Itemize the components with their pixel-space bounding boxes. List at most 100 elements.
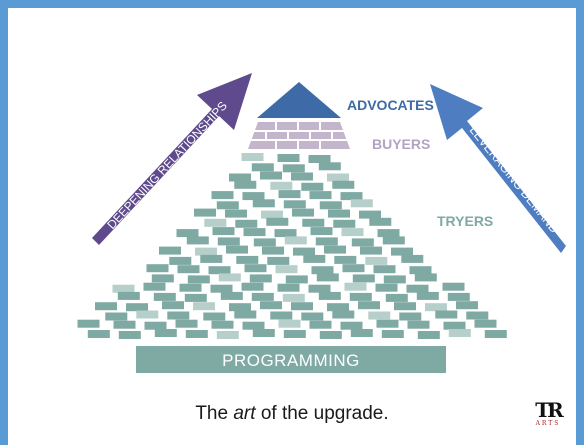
tryer-brick <box>117 291 140 300</box>
tryer-brick <box>447 292 470 301</box>
tryer-brick <box>373 265 396 274</box>
tryer-brick <box>87 330 110 338</box>
tryer-brick <box>350 199 373 208</box>
tryer-brick <box>456 301 478 310</box>
buyers-label: BUYERS <box>372 136 430 152</box>
tryer-brick <box>383 275 406 284</box>
logo-monogram: TR <box>535 398 564 422</box>
tryer-brick <box>311 266 334 275</box>
tryer-brick <box>344 282 367 291</box>
tryer-brick <box>162 301 184 310</box>
tryer-brick <box>143 282 166 291</box>
tryer-brick <box>262 246 284 255</box>
tryer-brick <box>401 254 424 263</box>
tryer-brick <box>409 266 432 275</box>
tryer-brick <box>376 319 399 328</box>
tryer-brick <box>187 275 210 284</box>
tryer-brick <box>274 229 297 238</box>
tryer-brick <box>234 180 257 189</box>
tryer-brick <box>309 191 332 200</box>
tryer-brick <box>159 246 181 255</box>
tryer-brick <box>105 312 128 321</box>
caption-emphasis: art <box>233 403 256 424</box>
tryer-brick <box>342 264 365 273</box>
tryer-brick <box>293 247 315 256</box>
tryer-brick <box>229 173 251 182</box>
tryer-brick <box>126 303 148 312</box>
tryer-brick <box>175 319 198 328</box>
tryer-brick <box>309 320 332 329</box>
tryer-brick <box>332 310 355 319</box>
tryer-brick <box>210 284 233 293</box>
tryer-brick <box>282 164 305 173</box>
tryer-brick <box>176 229 199 238</box>
tryer-brick <box>377 229 400 238</box>
tryer-brick <box>318 162 341 171</box>
deepening-relationships-arrow: DEEPENING RELATIONSHIPS <box>92 73 252 245</box>
tryers-bricks <box>77 153 507 339</box>
tryer-brick <box>234 310 257 319</box>
tryer-brick <box>177 265 200 274</box>
tryer-brick <box>251 163 274 172</box>
tryer-brick <box>195 247 217 256</box>
tryer-brick <box>350 329 373 337</box>
tryer-brick <box>406 284 429 293</box>
tryer-brick <box>151 274 174 283</box>
tryer-brick <box>284 236 307 245</box>
tryer-brick <box>186 236 209 245</box>
tryer-brick <box>291 302 313 311</box>
tryer-brick <box>225 209 247 218</box>
tryer-brick <box>136 310 159 319</box>
tryer-brick <box>194 208 216 217</box>
tryer-brick <box>216 331 239 339</box>
tryer-brick <box>217 237 240 246</box>
tryer-brick <box>169 256 192 265</box>
tryer-brick <box>235 219 258 228</box>
tryer-brick <box>285 275 308 284</box>
tryer-brick <box>369 217 392 226</box>
tryer-brick <box>243 228 266 237</box>
tryer-brick <box>319 201 342 210</box>
tryer-brick <box>208 266 231 275</box>
tryer-brick <box>340 192 363 201</box>
tryer-brick <box>242 192 265 201</box>
tryer-brick <box>332 180 355 189</box>
tryer-brick <box>244 264 267 273</box>
tryer-brick <box>327 173 349 182</box>
tryer-brick <box>303 254 326 263</box>
tryer-brick <box>252 199 275 208</box>
tryer-brick <box>416 291 439 300</box>
tryer-brick <box>466 311 489 320</box>
tryer-brick <box>368 311 391 320</box>
tryer-brick <box>267 256 290 265</box>
tryer-brick <box>352 274 375 283</box>
programming-bar <box>136 346 446 373</box>
tryer-brick <box>283 330 306 338</box>
tryer-brick <box>118 331 141 339</box>
tryer-brick <box>212 227 235 236</box>
tryer-brick <box>375 283 398 292</box>
tryer-brick <box>216 201 239 210</box>
tryer-brick <box>340 321 363 330</box>
advocates-label: ADVOCATES <box>347 97 434 113</box>
tryer-brick <box>144 321 167 330</box>
tryer-brick <box>310 227 333 236</box>
tryer-brick <box>242 321 265 330</box>
tryer-brick <box>278 190 301 199</box>
tryer-brick <box>414 273 437 282</box>
tryer-brick <box>474 319 497 328</box>
tryer-brick <box>184 293 207 302</box>
tryer-brick <box>360 246 382 255</box>
tryer-brick <box>146 264 169 273</box>
tryer-brick <box>203 312 226 321</box>
tryer-brick <box>302 218 325 227</box>
tryer-brick <box>407 320 430 329</box>
tryer-brick <box>270 181 293 190</box>
tryer-brick <box>226 245 248 254</box>
tryer-brick <box>308 155 331 163</box>
tryer-brick <box>283 200 306 209</box>
tryer-brick <box>154 329 177 337</box>
tryer-brick <box>241 282 264 291</box>
